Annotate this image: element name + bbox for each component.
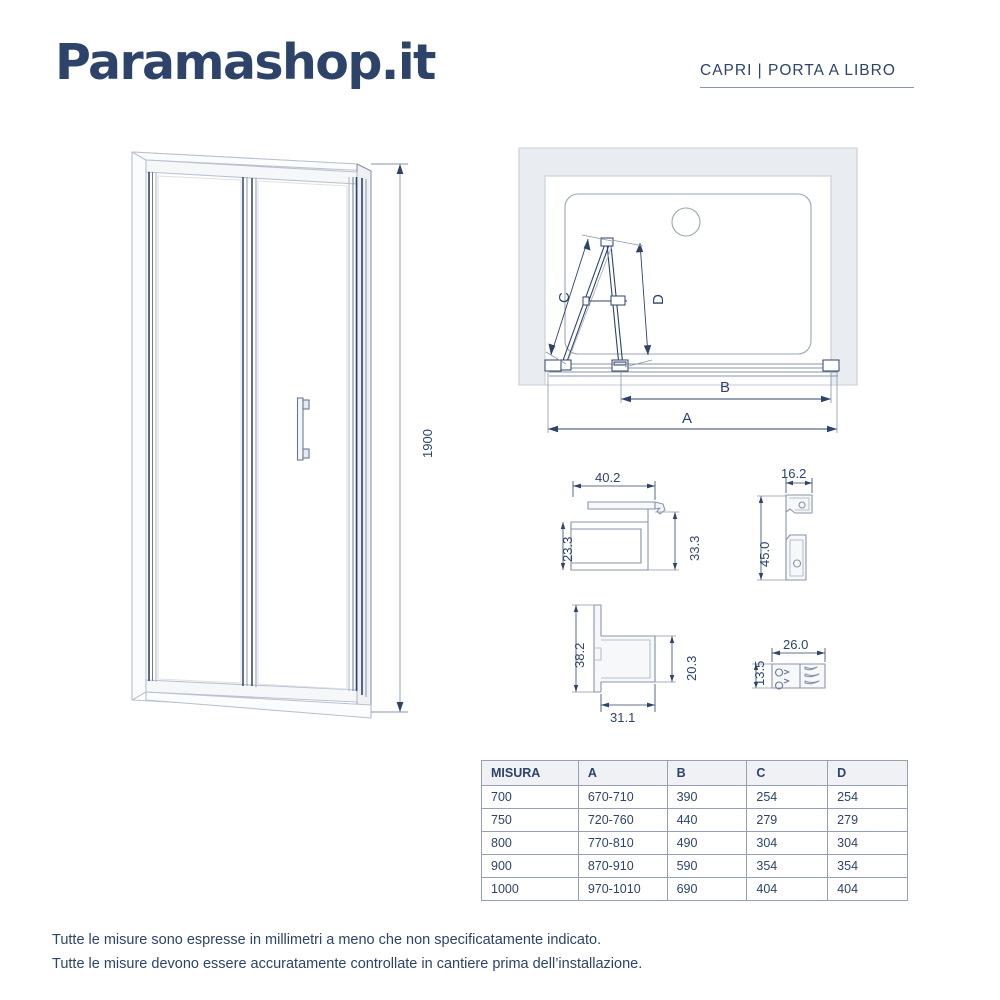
cell-b: 590 (666, 854, 748, 878)
profile-bottom-left-width-label: 31.1 (610, 710, 636, 725)
profile-top-left-width-label: 40.2 (595, 470, 621, 485)
profile-bottom-right-width-label: 26.0 (783, 637, 809, 652)
profile-bottom-right-dimensions (752, 648, 826, 689)
table-header-d: D (827, 760, 908, 786)
cell-b: 690 (666, 877, 748, 901)
page-header: Paramashop.it CAPRI | PORTA A LIBRO (0, 0, 1000, 120)
profile-bottom-left-inner-height-label: 20.3 (684, 655, 699, 681)
plan-dimension-c-label: C (556, 292, 573, 303)
brand-logo: Paramashop.it (55, 34, 436, 91)
cell-misura: 900 (481, 854, 579, 878)
product-title-block: CAPRI | PORTA A LIBRO (700, 62, 918, 88)
cell-misura: 700 (481, 785, 579, 809)
profile-top-right-dimensions (757, 478, 813, 581)
cell-d: 254 (827, 785, 908, 809)
cell-d: 279 (827, 808, 908, 832)
profile-top-right-width-label: 16.2 (781, 466, 807, 481)
product-title: CAPRI | PORTA A LIBRO (700, 62, 896, 79)
profile-top-left-dimensions (560, 481, 679, 571)
footnotes: Tutte le misure sono espresse in millime… (52, 928, 642, 976)
cell-a: 970-1010 (577, 877, 668, 901)
dimension-a-line (547, 372, 838, 433)
cell-misura: 750 (481, 808, 579, 832)
plan-view-handle-symbol (582, 295, 627, 306)
table-header-misura: MISURA (481, 760, 579, 786)
plan-dimension-b-label: B (720, 379, 731, 396)
table-header-row: MISURA A B C D (481, 760, 908, 786)
elevation-height-label: 1900 (420, 429, 435, 458)
cell-c: 279 (746, 808, 829, 832)
cell-a: 720-760 (577, 808, 668, 832)
profile-bottom-left-height-label: 38.2 (572, 642, 587, 668)
profile-bottom-right-height-label: 13.5 (752, 660, 767, 686)
profile-top-left-inner-height-label: 23.3 (560, 536, 575, 562)
dimension-d-line (611, 239, 653, 368)
profile-top-left-drawing (570, 501, 666, 571)
profile-bottom-left-dimensions (572, 604, 676, 712)
dimension-c-line (545, 234, 613, 365)
front-elevation-drawing (131, 151, 372, 719)
cell-b: 390 (666, 785, 748, 809)
profile-top-right-drawing (785, 494, 813, 581)
cell-misura: 1000 (481, 877, 579, 901)
profile-bottom-right-drawing (771, 663, 826, 690)
cell-d: 304 (827, 831, 908, 855)
table-header-c: C (746, 760, 829, 786)
table-row: 900 870-910 590 354 354 (481, 854, 908, 878)
door-handle (296, 397, 310, 461)
title-underline (700, 87, 914, 88)
plan-dimension-d-label: D (650, 294, 667, 305)
table-row: 750 720-760 440 279 279 (481, 808, 908, 832)
plan-view-track (549, 363, 838, 377)
table-row: 800 770-810 490 304 304 (481, 831, 908, 855)
height-dimension-1900 (371, 163, 408, 713)
profile-bottom-left-drawing (593, 604, 656, 693)
plan-view-open-door-leaves (560, 243, 624, 368)
cell-b: 440 (666, 808, 748, 832)
footnote-line-1: Tutte le misure sono espresse in millime… (52, 932, 602, 948)
cell-d: 404 (827, 877, 908, 901)
cell-a: 770-810 (577, 831, 668, 855)
profile-top-right-height-label: 45.0 (757, 541, 772, 567)
plan-view-drawing (518, 147, 858, 386)
cell-c: 254 (746, 785, 829, 809)
table-header-a: A (577, 760, 668, 786)
cell-a: 670-710 (577, 785, 668, 809)
measurements-table: MISURA A B C D 700 670-710 390 254 254 7… (481, 760, 908, 901)
cell-misura: 800 (481, 831, 579, 855)
cell-c: 304 (746, 831, 829, 855)
cell-c: 404 (746, 877, 829, 901)
plan-dimension-a-label: A (682, 410, 693, 427)
dimension-b-line (620, 370, 832, 403)
table-header-b: B (666, 760, 748, 786)
cell-c: 354 (746, 854, 829, 878)
table-row: 1000 970-1010 690 404 404 (481, 877, 908, 901)
plan-view-hinge-hardware (560, 237, 629, 372)
table-row: 700 670-710 390 254 254 (481, 785, 908, 809)
cell-d: 354 (827, 854, 908, 878)
profile-top-left-outer-height-label: 33.3 (687, 535, 702, 561)
cell-b: 490 (666, 831, 748, 855)
footnote-line-2: Tutte le misure devono essere accuratame… (52, 956, 643, 972)
cell-a: 870-910 (577, 854, 668, 878)
